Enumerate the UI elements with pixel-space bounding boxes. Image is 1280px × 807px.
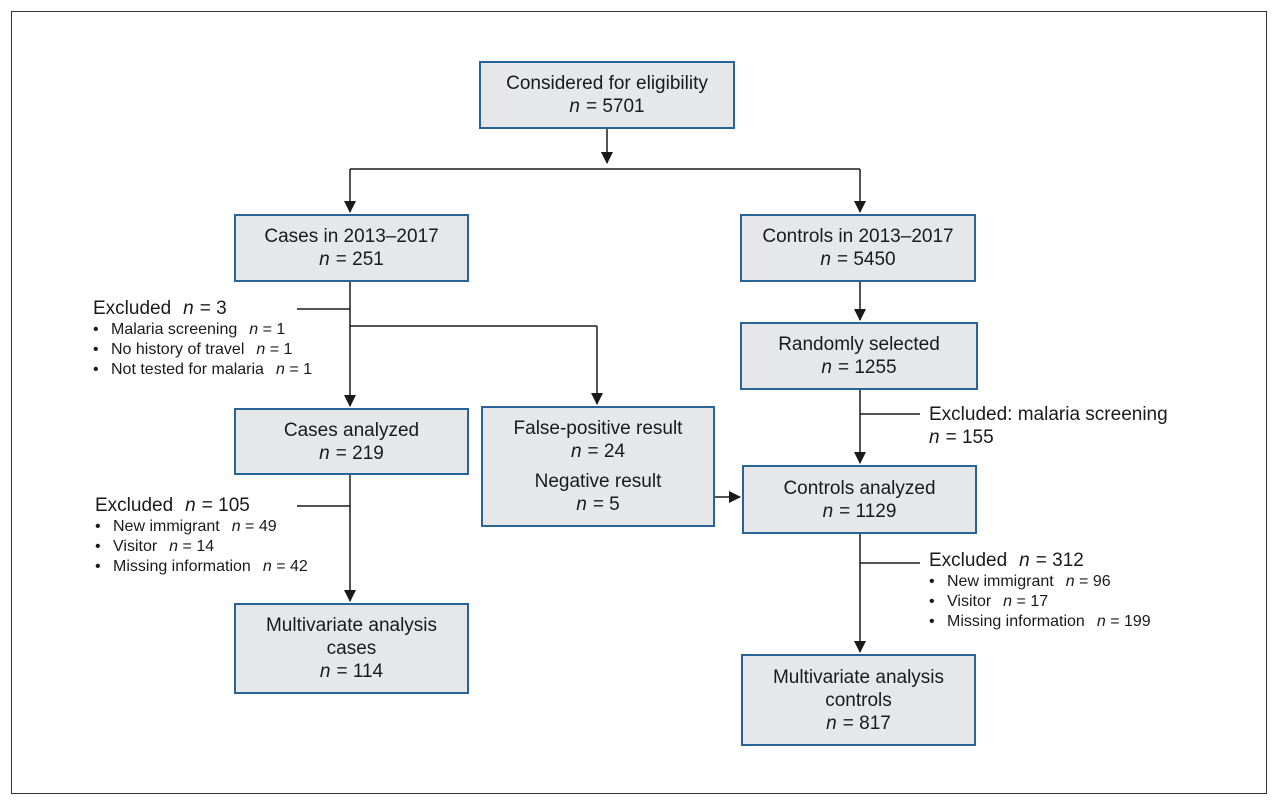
mv-cases-box: Multivariate analysis cases n= 114 bbox=[234, 603, 469, 694]
eligibility-count: n= 5701 bbox=[569, 96, 645, 117]
mv-cases-line1: Multivariate analysis bbox=[265, 615, 438, 636]
random-box: Randomly selected n= 1255 bbox=[740, 322, 978, 390]
eligibility-title: Considered for eligibility bbox=[506, 73, 708, 94]
mv-controls-count: n= 817 bbox=[826, 712, 891, 734]
cases-analyzed-box: Cases analyzed n= 219 bbox=[234, 408, 469, 475]
figure-frame bbox=[11, 11, 1267, 794]
mv-cases-line2: cases bbox=[326, 638, 377, 659]
negative-result-count: n= 5 bbox=[576, 494, 620, 515]
cases-analyzed-count: n= 219 bbox=[319, 442, 384, 464]
controls-box: Controls in 2013–2017 n= 5450 bbox=[740, 214, 976, 282]
eligibility-box: Considered for eligibility n= 5701 bbox=[479, 61, 735, 129]
cases-box: Cases in 2013–2017 n= 251 bbox=[234, 214, 469, 282]
random-title: Randomly selected bbox=[778, 334, 940, 355]
mv-controls-box: Multivariate analysis controls n= 817 bbox=[741, 654, 976, 746]
mv-controls-line2: controls bbox=[825, 689, 892, 711]
controls-excluded-note: Excluded: malaria screening n= 155 bbox=[929, 403, 1168, 449]
cases-count: n= 251 bbox=[319, 249, 384, 270]
negative-result-title: Negative result bbox=[534, 471, 662, 492]
controls-excluded-count: n= 155 bbox=[929, 427, 994, 448]
controls-analyzed-title: Controls analyzed bbox=[783, 477, 936, 499]
controls-excluded-heading: Excluded: malaria screening bbox=[929, 404, 1168, 425]
false-positive-count: n= 24 bbox=[570, 441, 626, 462]
controls-analyzed-box: Controls analyzed n= 1129 bbox=[742, 465, 977, 534]
cases-title: Cases in 2013–2017 bbox=[264, 226, 439, 247]
controls-analyzed-count: n= 1129 bbox=[822, 500, 897, 522]
false-positive-title: False-positive result bbox=[513, 418, 683, 439]
mv-controls-line1: Multivariate analysis bbox=[772, 666, 945, 688]
controls-title: Controls in 2013–2017 bbox=[762, 226, 954, 247]
mv-cases-count: n= 114 bbox=[319, 661, 384, 682]
false-positive-box: False-positive result n= 24 Negative res… bbox=[481, 406, 715, 527]
cases-analyzed-title: Cases analyzed bbox=[283, 419, 420, 441]
random-count: n= 1255 bbox=[821, 357, 897, 378]
controls-count: n= 5450 bbox=[820, 249, 896, 270]
